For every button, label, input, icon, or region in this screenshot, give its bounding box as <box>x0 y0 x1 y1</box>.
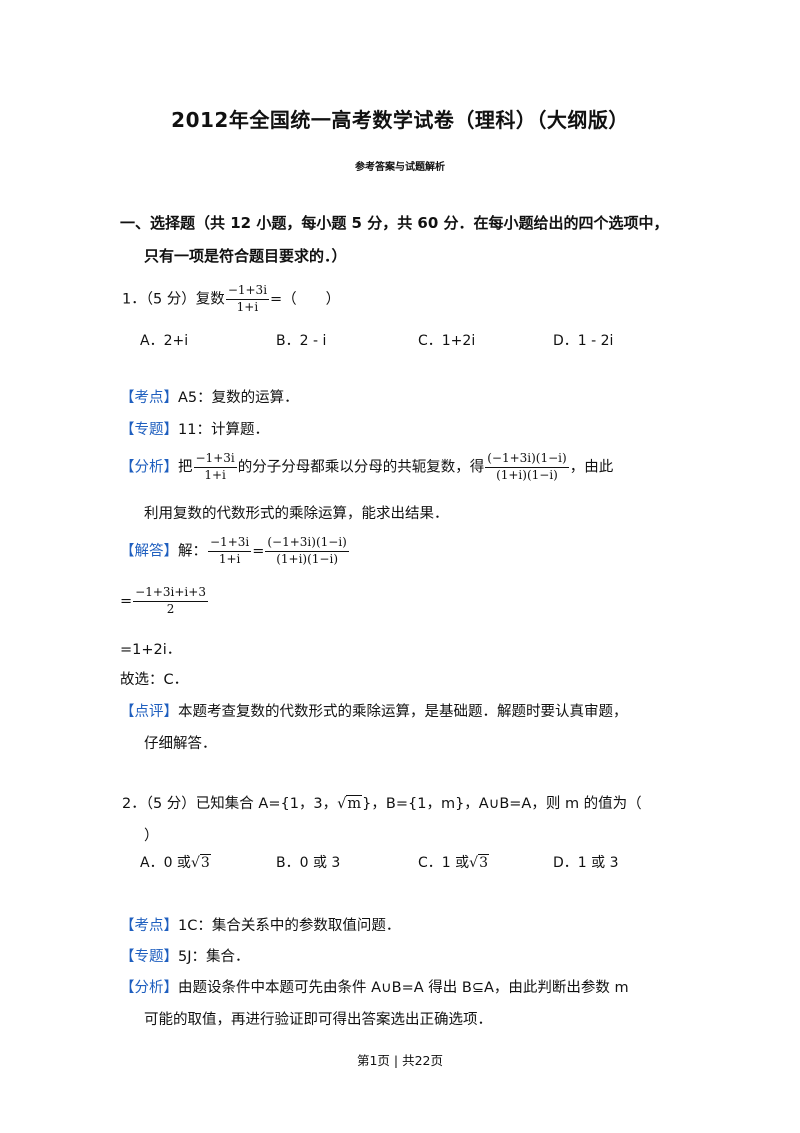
dianping-line1: 本题考查复数的代数形式的乘除运算，是基础题．解题时要认真审题， <box>178 704 628 720</box>
q2-option-b: B．0 或 3 <box>276 855 341 871</box>
fenxi-fraction-2: (−1+3i)(1−i)(1+i)(1−i) <box>485 451 569 483</box>
sqrt-radicand: 3 <box>199 854 211 871</box>
q1-dianping: 【点评】本题考查复数的代数形式的乘除运算，是基础题．解题时要认真审题， <box>120 700 628 721</box>
q1-option-d: D．1 - 2i <box>553 333 614 349</box>
jieda-pre: 解： <box>178 543 207 560</box>
question-2-stem-a: 2．（5 分）已知集合 A={1，3， <box>122 796 338 812</box>
jieda-fraction-2: (−1+3i)(1−i)(1+i)(1−i) <box>265 535 349 567</box>
fraction-numerator: −1+3i <box>193 451 237 468</box>
fraction-denominator: (1+i)(1−i) <box>276 551 338 566</box>
q2-kaodian: 【考点】1C：集合关系中的参数取值问题． <box>120 914 400 935</box>
fenxi-mid: 的分子分母都乘以分母的共轭复数，得 <box>237 459 485 476</box>
q1-fenxi-line2: 利用复数的代数形式的乘除运算，能求出结果． <box>144 506 449 522</box>
fenxi-post: ，由此 <box>569 459 614 476</box>
fraction-numerator: −1+3i <box>208 535 252 552</box>
zhuanti-tag: 【专题】 <box>120 422 178 438</box>
fraction-denominator: 1+i <box>236 299 259 314</box>
sqrt-3: √3 <box>190 854 211 871</box>
fraction-denominator: 2 <box>166 601 175 616</box>
q1-step3: =1+2i． <box>120 642 182 658</box>
fraction-numerator: −1+3i <box>225 283 270 300</box>
question-2-stem: 2．（5 分）已知集合 A={1，3，√m}，B={1，m}，A∪B=A，则 m… <box>122 792 642 813</box>
document-subtitle: 参考答案与试题解析 <box>355 162 445 173</box>
fraction-numerator: (−1+3i)(1−i) <box>485 451 569 468</box>
q1-dianping-line2: 仔细解答． <box>144 736 217 752</box>
zhuanti-tag: 【专题】 <box>120 949 178 965</box>
fenxi-pre: 把 <box>178 459 193 476</box>
q2-option-d: D．1 或 3 <box>553 855 619 871</box>
step2-equals: = <box>120 593 133 610</box>
option-c-text: C．1 或 <box>418 855 470 871</box>
q1-zhuanti: 【专题】11：计算题． <box>120 418 269 439</box>
kaodian-text: A5：复数的运算． <box>178 390 299 406</box>
sqrt-radicand: 3 <box>478 854 489 871</box>
sqrt-3: √3 <box>469 854 489 871</box>
fenxi-tag: 【分析】 <box>120 459 178 476</box>
document-title: 2012年全国统一高考数学试卷（理科）（大纲版） <box>171 108 629 132</box>
q2-option-a: A．0 或√3 <box>140 852 211 872</box>
option-a-text: A．0 或 <box>140 855 191 871</box>
q2-zhuanti: 【专题】5J：集合． <box>120 945 250 966</box>
section-heading-line2: 只有一项是符合题目要求的．） <box>144 247 347 265</box>
page-footer: 第1页 | 共22页 <box>356 1053 444 1068</box>
jieda-tag: 【解答】 <box>120 543 178 560</box>
sqrt-m: √m <box>337 795 363 812</box>
q1-choice: 故选：C． <box>120 672 189 688</box>
q1-option-a: A．2+i <box>140 333 189 349</box>
jieda-equals: = <box>252 543 265 560</box>
q1-option-b: B．2 - i <box>276 333 327 349</box>
fraction-numerator: −1+3i+i+3 <box>133 585 208 602</box>
kaodian-tag: 【考点】 <box>120 390 178 406</box>
question-1-tail: =（ ） <box>270 291 341 308</box>
zhuanti-text: 5J：集合． <box>178 949 250 965</box>
fenxi-tag: 【分析】 <box>120 980 178 996</box>
q1-option-c: C．1+2i <box>418 333 476 349</box>
q2-fenxi: 【分析】由题设条件中本题可先由条件 A∪B=A 得出 B⊆A，由此判断出参数 m <box>120 976 629 997</box>
q1-kaodian: 【考点】A5：复数的运算． <box>120 386 299 407</box>
kaodian-text: 1C：集合关系中的参数取值问题． <box>178 918 401 934</box>
fraction-numerator: (−1+3i)(1−i) <box>265 535 349 552</box>
sqrt-radicand: m <box>346 795 363 812</box>
question-2-stem-b: }，B={1，m}，A∪B=A，则 m 的值为（ <box>362 796 642 812</box>
question-1-number: 1．（5 分）复数 <box>122 291 225 308</box>
fraction-denominator: 1+i <box>204 467 226 482</box>
q2-fenxi-line2: 可能的取值，再进行验证即可得出答案选出正确选项． <box>144 1012 492 1028</box>
section-heading-line1: 一、选择题（共 12 小题，每小题 5 分，共 60 分．在每小题给出的四个选项… <box>120 214 669 232</box>
fenxi-line1: 由题设条件中本题可先由条件 A∪B=A 得出 B⊆A，由此判断出参数 m <box>178 980 629 996</box>
q2-option-c: C．1 或√3 <box>418 852 489 872</box>
dianping-tag: 【点评】 <box>120 704 178 720</box>
fraction-denominator: 1+i <box>218 551 241 566</box>
fraction-denominator: (1+i)(1−i) <box>496 467 558 482</box>
kaodian-tag: 【考点】 <box>120 918 178 934</box>
question-2-stem-line2: ） <box>144 828 159 844</box>
zhuanti-text: 11：计算题． <box>178 422 269 438</box>
